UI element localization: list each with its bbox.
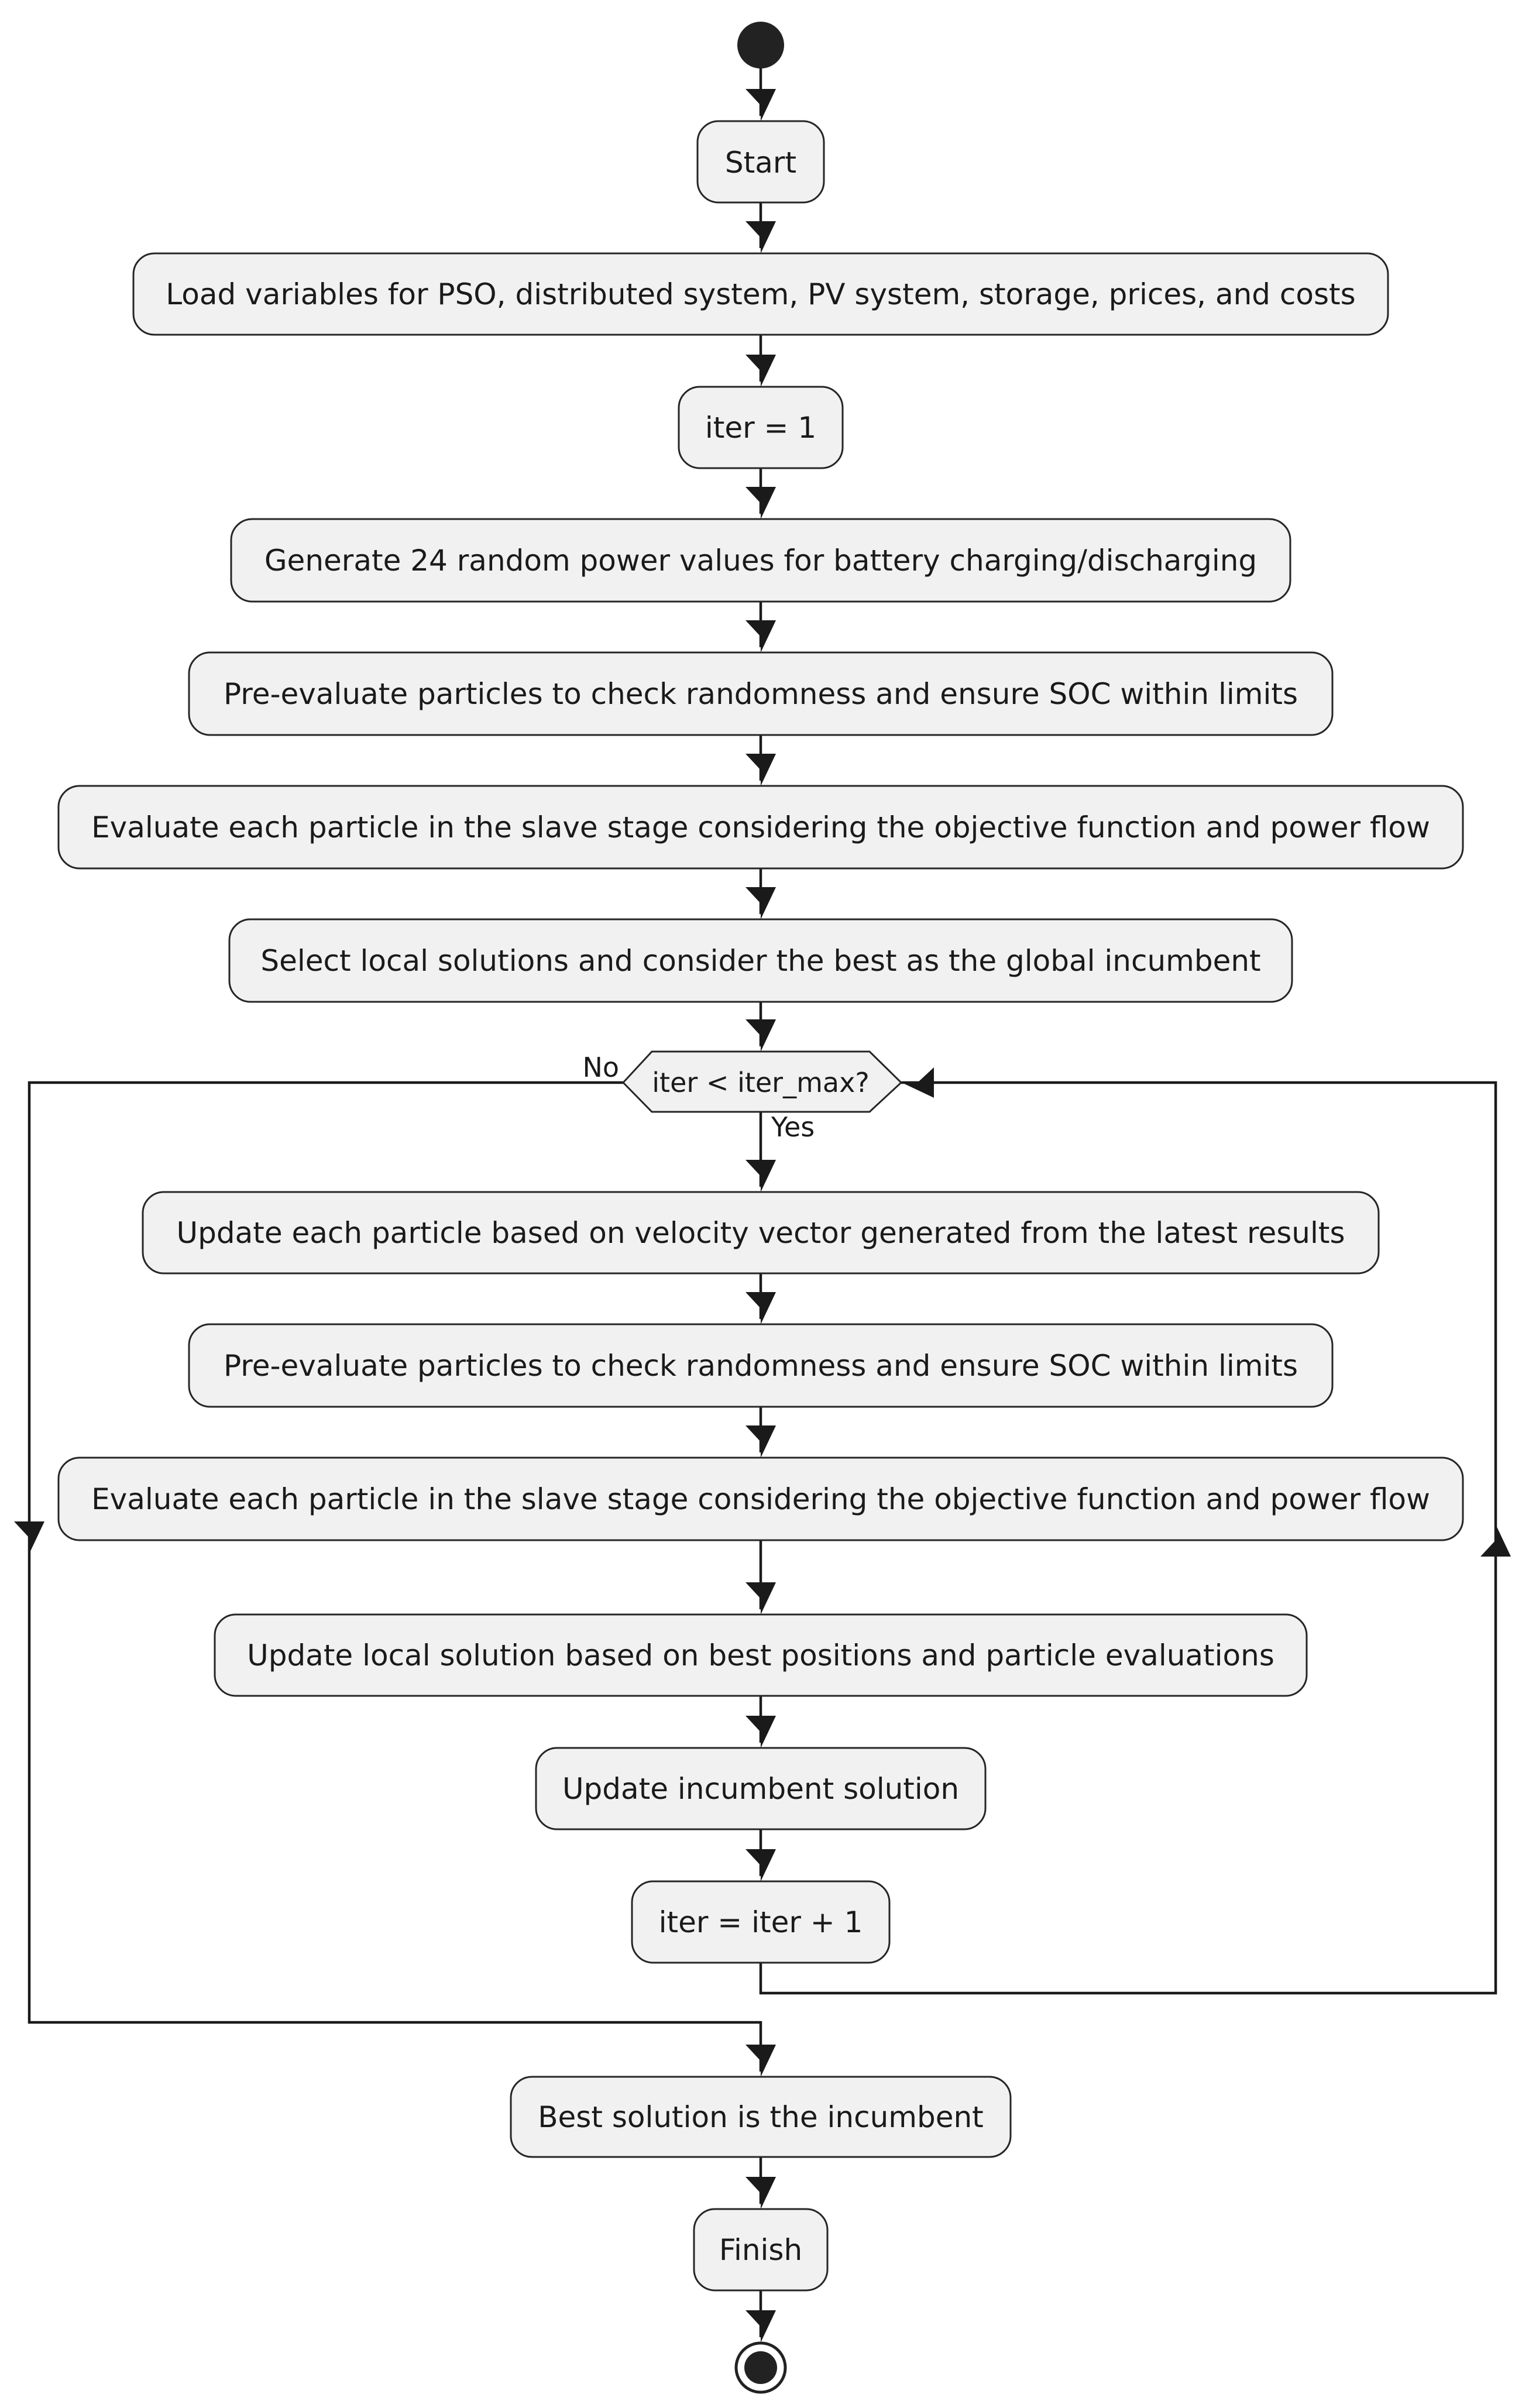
- action-load-variables: Load variables for PSO, distributed syst…: [132, 252, 1389, 336]
- arrowhead: [745, 1582, 776, 1615]
- edge-loop-back: [759, 1081, 1497, 1995]
- action-evaluate-particles-1: Evaluate each particle in the slave stag…: [57, 785, 1464, 870]
- action-generate-power-values-label: Generate 24 random power values for batt…: [264, 544, 1257, 578]
- action-start-label: Start: [725, 146, 796, 180]
- arrowhead: [745, 1849, 776, 1881]
- arrowhead: [745, 1716, 776, 1748]
- action-evaluate-particles-2-label: Evaluate each particle in the slave stag…: [91, 1482, 1430, 1516]
- arrowhead: [745, 2045, 776, 2077]
- action-select-local-solutions-label: Select local solutions and consider the …: [260, 944, 1260, 978]
- action-load-variables-label: Load variables for PSO, distributed syst…: [166, 277, 1355, 311]
- edge-decision-no-to-best: [28, 1081, 762, 2072]
- decision-iter-max: iter < iter_max?: [621, 1050, 903, 1113]
- action-best-solution: Best solution is the incumbent: [510, 2076, 1012, 2158]
- arrowhead-loop-into-decision: [902, 1067, 934, 1098]
- arrowhead: [745, 1019, 776, 1052]
- action-start: Start: [696, 120, 825, 204]
- arrowhead-loop-up: [1480, 1524, 1511, 1557]
- action-finish-label: Finish: [719, 2233, 802, 2267]
- arrowhead: [745, 221, 776, 253]
- arrowhead: [745, 1425, 776, 1458]
- action-select-local-solutions: Select local solutions and consider the …: [228, 918, 1293, 1003]
- action-preevaluate-particles-1: Pre-evaluate particles to check randomne…: [188, 651, 1334, 736]
- action-preevaluate-particles-2-label: Pre-evaluate particles to check randomne…: [224, 1349, 1298, 1383]
- action-generate-power-values: Generate 24 random power values for batt…: [230, 518, 1291, 603]
- action-preevaluate-particles-1-label: Pre-evaluate particles to check randomne…: [224, 677, 1298, 711]
- arrowheads: [14, 89, 1511, 2342]
- action-iter-increment: iter = iter + 1: [631, 1880, 891, 1964]
- decision-no-label: No: [582, 1052, 619, 1083]
- action-finish: Finish: [693, 2208, 829, 2292]
- arrowhead: [745, 887, 776, 919]
- action-update-velocity: Update each particle based on velocity v…: [142, 1191, 1380, 1275]
- arrowhead: [745, 355, 776, 387]
- arrowhead: [745, 487, 776, 519]
- arrowhead: [745, 2310, 776, 2342]
- final-node: [734, 2341, 787, 2394]
- action-preevaluate-particles-2: Pre-evaluate particles to check randomne…: [188, 1323, 1334, 1408]
- action-evaluate-particles-2: Evaluate each particle in the slave stag…: [57, 1457, 1464, 1541]
- action-iter-increment-label: iter = iter + 1: [659, 1905, 863, 1939]
- action-update-incumbent: Update incumbent solution: [535, 1747, 987, 1830]
- arrowhead: [745, 1160, 776, 1192]
- action-iter-init: iter = 1: [678, 386, 844, 469]
- initial-node: [737, 22, 784, 68]
- action-iter-init-label: iter = 1: [705, 411, 816, 445]
- action-update-velocity-label: Update each particle based on velocity v…: [177, 1216, 1345, 1250]
- action-best-solution-label: Best solution is the incumbent: [538, 2100, 984, 2134]
- arrowhead-no-down: [14, 1521, 44, 1554]
- arrowhead: [745, 620, 776, 652]
- arrowhead: [745, 2177, 776, 2209]
- decision-iter-max-label: iter < iter_max?: [652, 1067, 869, 1098]
- action-evaluate-particles-1-label: Evaluate each particle in the slave stag…: [91, 810, 1430, 844]
- arrowhead: [745, 1292, 776, 1324]
- action-update-incumbent-label: Update incumbent solution: [562, 1772, 959, 1806]
- action-update-local-solution-label: Update local solution based on best posi…: [247, 1638, 1274, 1672]
- action-update-local-solution: Update local solution based on best posi…: [214, 1613, 1308, 1697]
- decision-yes-label: Yes: [771, 1111, 815, 1143]
- arrowhead: [745, 89, 776, 121]
- arrowhead: [745, 754, 776, 786]
